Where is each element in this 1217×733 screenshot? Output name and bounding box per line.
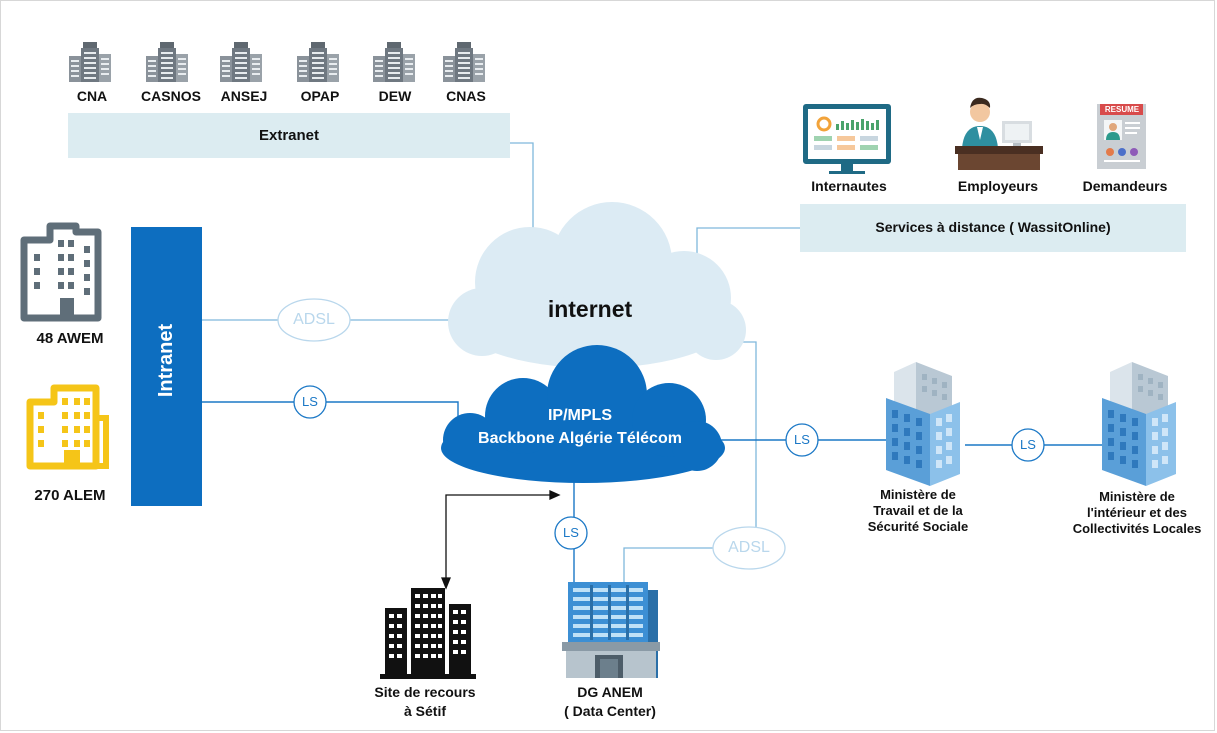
intranet-bar: Intranet [131,227,202,506]
dg-anem-line1: DG ANEM [577,684,643,700]
dg-anem-line2: ( Data Center) [564,703,656,719]
line-adsl-dg [623,547,714,585]
ministry-travail-label: Ministère de Travail et de la Sécurité S… [858,487,978,535]
resume-icon [1097,104,1146,169]
adsl-badge-dg [712,526,786,570]
ls-badge-ministry2 [1011,428,1045,462]
ministry-interieur-label: Ministère de l'intérieur et des Collecti… [1062,489,1212,537]
monitor-icon [803,104,891,174]
alem-label: 270 ALEM [34,487,106,504]
recours-label: Site de recours à Sétif [360,683,490,721]
extranet-band: Extranet [68,113,510,158]
resume-badge: RESUME [1104,105,1140,114]
ls-label-intranet: LS [302,394,318,409]
ministry-travail-line3: Sécurité Sociale [867,519,969,534]
recours-line2: à Sétif [403,703,446,719]
adsl-label-intranet: ADSL [293,311,335,328]
dg-anem-building-icon [562,582,660,678]
ministry-interieur-building-icon [1102,362,1176,486]
ministry-travail-building-icon [886,362,960,486]
user-label-internautes: Internautes [811,178,887,194]
ls-label-dg: LS [563,525,579,540]
backbone-subtitle: Backbone Algérie Télécom [478,430,682,447]
internet-cloud [448,202,746,368]
internet-label: internet [547,296,633,322]
remote-services-band: Services à distance ( WassitOnline) [800,204,1186,252]
backbone-title: IP/MPLS [547,407,612,424]
adsl-label-dg: ADSL [728,539,770,556]
dg-anem-label: DG ANEM ( Data Center) [545,683,675,721]
awem-building-icon [20,222,102,322]
ministry-travail-line2: Travail et de la [873,503,963,518]
ls-badge-intranet [293,385,327,419]
ls-label-ministry2: LS [1020,437,1036,452]
remote-services-label: Services à distance ( WassitOnline) [875,219,1111,235]
backbone-cloud [441,345,725,483]
org-label-opap: OPAP [300,88,340,104]
ministry-interieur-line1: Ministère de [1099,489,1175,504]
org-label-cnas: CNAS [446,88,486,104]
org-label-casnos: CASNOS [141,88,201,104]
recours-line1: Site de recours [374,684,476,700]
ls-label-ministry1: LS [794,432,810,447]
org-label-cna: CNA [76,88,108,104]
ministry-travail-line1: Ministère de [880,487,956,502]
ministry-interieur-line3: Collectivités Locales [1072,521,1202,536]
extranet-label: Extranet [258,127,320,144]
org-label-dew: DEW [378,88,412,104]
line-backbone-recours [445,494,550,585]
ls-badge-ministry1 [785,423,819,457]
recours-building-icon [380,588,476,679]
org-label-ansej: ANSEJ [220,88,268,104]
user-label-employeurs: Employeurs [957,178,1039,194]
ministry-interieur-line2: l'intérieur et des [1087,505,1187,520]
adsl-badge-intranet [277,298,351,342]
employer-icon [955,97,1043,170]
line-intranet-ls [202,401,459,418]
ls-badge-dg [554,516,588,550]
awem-label: 48 AWEM [36,330,104,347]
user-label-demandeurs: Demandeurs [1082,178,1168,194]
alem-building-icon [26,384,109,470]
